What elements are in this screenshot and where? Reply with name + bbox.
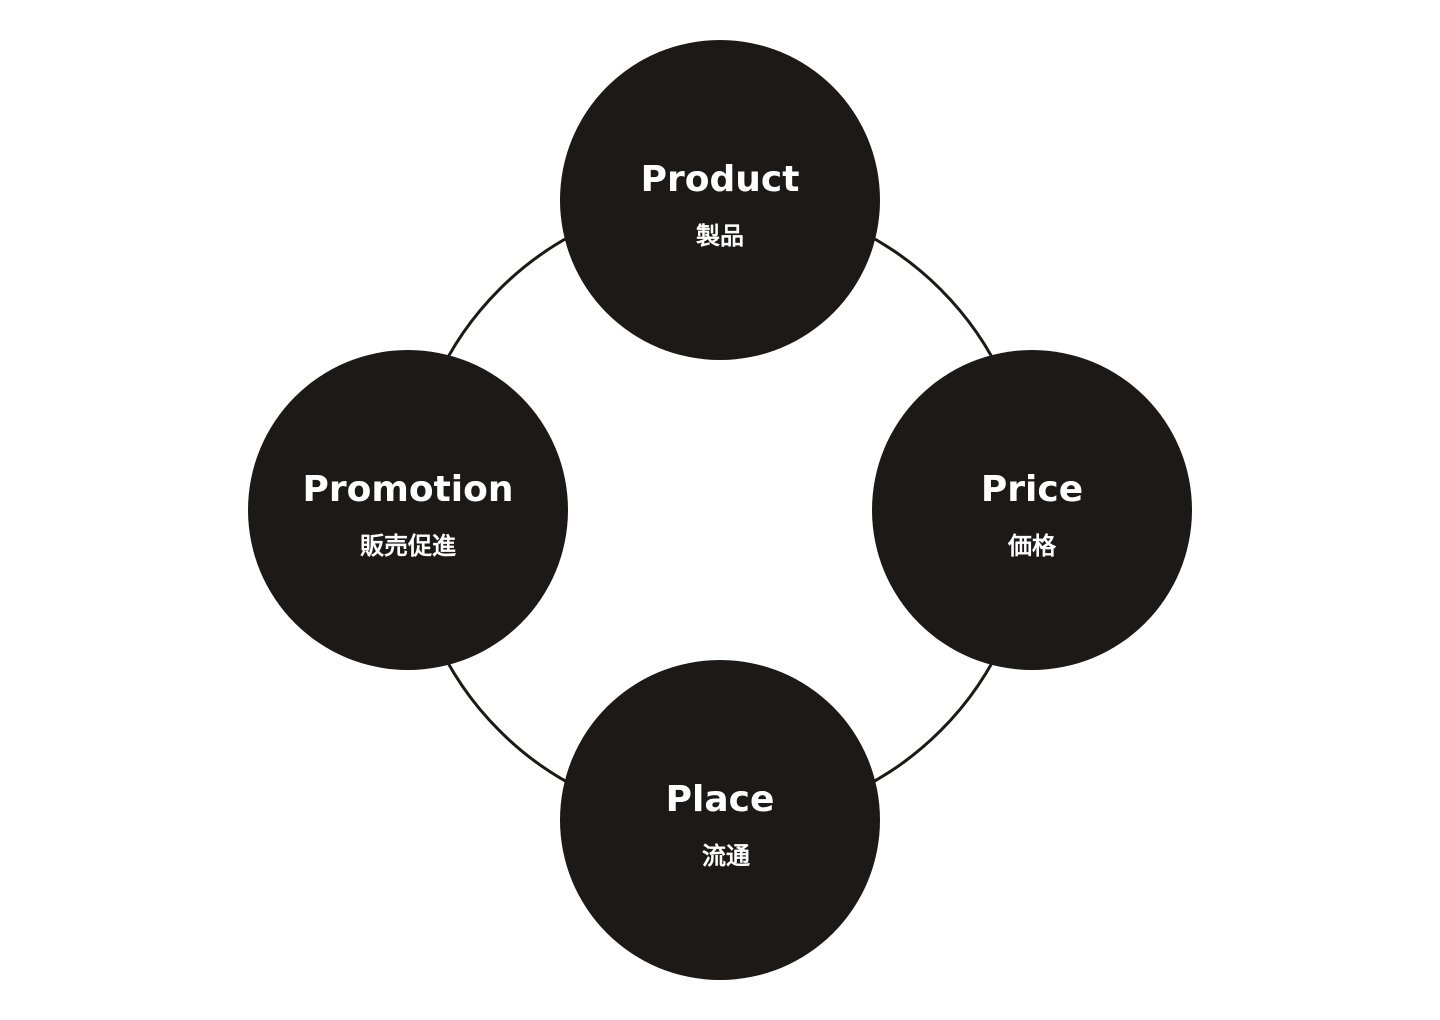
node-promotion-label: Promotion: [302, 469, 514, 510]
node-price-label: Price: [980, 469, 1084, 510]
node-place-sublabel: 流通: [702, 842, 750, 870]
node-promotion-sublabel: 販売促進: [360, 532, 456, 560]
node-place: Place 流通: [560, 660, 880, 980]
node-product: Product 製品: [560, 40, 880, 360]
node-place-label: Place: [665, 779, 775, 820]
node-product-label: Product: [640, 159, 800, 200]
node-price-sublabel: 価格: [1008, 532, 1056, 560]
node-product-sublabel: 製品: [696, 222, 744, 250]
node-promotion: Promotion 販売促進: [248, 350, 568, 670]
node-price: Price 価格: [872, 350, 1192, 670]
